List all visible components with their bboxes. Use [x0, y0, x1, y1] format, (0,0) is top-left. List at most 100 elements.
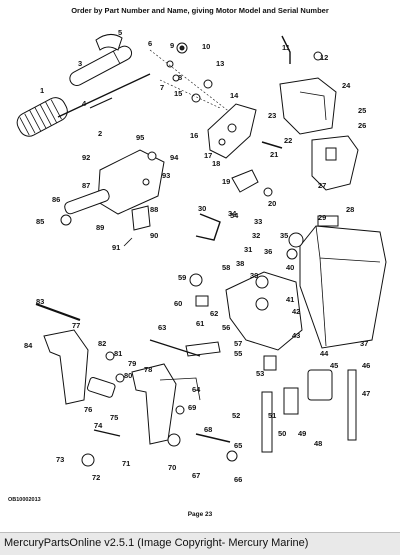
callout-69: 69 [188, 403, 196, 412]
callout-44: 44 [320, 349, 329, 358]
callout-48: 48 [314, 439, 322, 448]
callout-42: 42 [292, 307, 300, 316]
callout-39: 39 [250, 271, 258, 280]
callout-1: 1 [40, 86, 44, 95]
callout-81: 81 [114, 349, 122, 358]
callout-59: 59 [178, 273, 186, 282]
callout-82: 82 [98, 339, 106, 348]
callout-54: 54 [230, 211, 239, 220]
callout-94: 94 [170, 153, 179, 162]
callout-63: 63 [158, 323, 166, 332]
callout-53: 53 [256, 369, 264, 378]
callout-93: 93 [162, 171, 170, 180]
callout-17: 17 [204, 151, 212, 160]
callout-72: 72 [92, 473, 100, 482]
callout-33: 33 [254, 217, 262, 226]
callout-87: 87 [82, 181, 90, 190]
callout-19: 19 [222, 177, 230, 186]
callout-25: 25 [358, 106, 366, 115]
callout-67: 67 [192, 471, 200, 480]
callout-13: 13 [216, 59, 224, 68]
callout-56: 56 [222, 323, 230, 332]
callout-16: 16 [190, 131, 198, 140]
callout-83: 83 [36, 297, 44, 306]
callout-61: 61 [196, 319, 204, 328]
order-instructions: Order by Part Number and Name, giving Mo… [71, 6, 329, 15]
callout-45: 45 [330, 361, 338, 370]
callout-10: 10 [202, 42, 210, 51]
callout-5: 5 [118, 28, 122, 37]
callout-22: 22 [284, 136, 292, 145]
callout-9: 9 [170, 41, 174, 50]
callout-20: 20 [268, 199, 276, 208]
callout-86: 86 [52, 195, 60, 204]
callout-3: 3 [78, 59, 82, 68]
callout-14: 14 [230, 91, 239, 100]
callout-21: 21 [270, 150, 278, 159]
callout-58: 58 [222, 263, 230, 272]
callout-15: 15 [174, 89, 182, 98]
callout-26: 26 [358, 121, 366, 130]
callout-7: 7 [160, 83, 164, 92]
callout-11: 11 [282, 43, 290, 52]
callout-34: 34 [228, 209, 237, 218]
callout-89: 89 [96, 223, 104, 232]
callout-95: 95 [136, 133, 144, 142]
callout-27: 27 [318, 181, 326, 190]
callout-76: 76 [84, 405, 92, 414]
callout-64: 64 [192, 385, 201, 394]
callout-49: 49 [298, 429, 306, 438]
callout-78: 78 [144, 365, 152, 374]
callout-88: 88 [150, 205, 158, 214]
callout-84: 84 [24, 341, 33, 350]
callout-47: 47 [362, 389, 370, 398]
callout-46: 46 [362, 361, 370, 370]
callout-77: 77 [72, 321, 80, 330]
callout-91: 91 [112, 243, 120, 252]
callout-57: 57 [234, 339, 242, 348]
callout-labels: 1 2 3 4 5 6 7 8 9 10 11 12 13 14 15 16 1… [24, 28, 370, 484]
callout-65: 65 [234, 441, 242, 450]
callout-52: 52 [232, 411, 240, 420]
callout-73: 73 [56, 455, 64, 464]
caption-bar: MercuryPartsOnline v2.5.1 (Image Copyrig… [0, 532, 400, 555]
callout-66: 66 [234, 475, 242, 484]
callout-12: 12 [320, 53, 328, 62]
callout-41: 41 [286, 295, 294, 304]
callout-40: 40 [286, 263, 294, 272]
callout-23: 23 [268, 111, 276, 120]
callout-28: 28 [346, 205, 354, 214]
callout-75: 75 [110, 413, 118, 422]
callout-8: 8 [178, 73, 182, 82]
callout-68: 68 [204, 425, 212, 434]
callout-80: 80 [124, 371, 132, 380]
exploded-parts-diagram: 1 2 3 4 5 6 7 8 9 10 11 12 13 14 15 16 1… [16, 28, 387, 484]
callout-43: 43 [292, 331, 300, 340]
callout-50: 50 [278, 429, 286, 438]
callout-32: 32 [252, 231, 260, 240]
callout-6: 6 [148, 39, 152, 48]
callout-4: 4 [82, 99, 87, 108]
callout-2: 2 [98, 129, 102, 138]
copyright-caption: MercuryPartsOnline v2.5.1 (Image Copyrig… [4, 537, 309, 549]
callout-85: 85 [36, 217, 44, 226]
callout-24: 24 [342, 81, 351, 90]
callout-36: 36 [264, 247, 272, 256]
parts-artwork [16, 34, 387, 467]
callout-74: 74 [94, 421, 103, 430]
callout-62: 62 [210, 309, 218, 318]
callout-79: 79 [128, 359, 136, 368]
callout-60: 60 [174, 299, 182, 308]
callout-37: 37 [360, 339, 368, 348]
callout-55: 55 [234, 349, 242, 358]
callout-70: 70 [168, 463, 176, 472]
callout-30: 30 [198, 204, 206, 213]
callout-35: 35 [280, 231, 288, 240]
page-number: Page 23 [187, 511, 213, 518]
callout-71: 71 [122, 459, 130, 468]
parts-diagram-page: Order by Part Number and Name, giving Mo… [8, 6, 387, 518]
callout-31: 31 [244, 245, 252, 254]
callout-29: 29 [318, 213, 326, 222]
callout-18: 18 [212, 159, 220, 168]
callout-90: 90 [150, 231, 158, 240]
